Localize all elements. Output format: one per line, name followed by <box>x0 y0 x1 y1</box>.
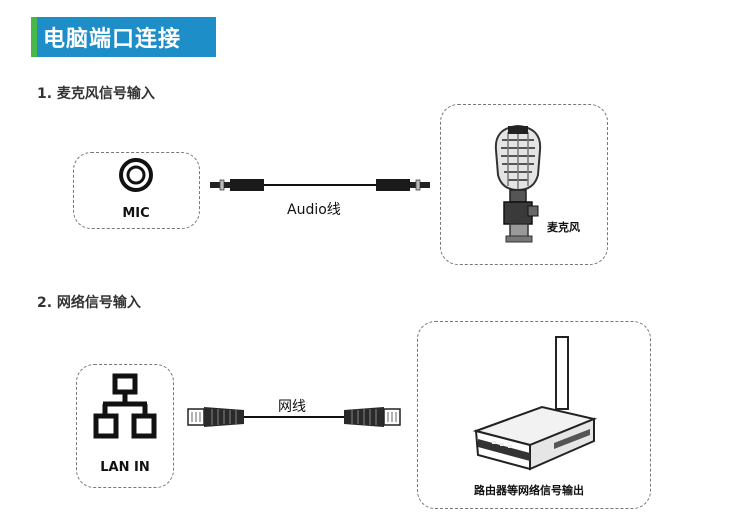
rj45-plug-icon <box>344 407 401 427</box>
page-title: 电脑端口连接 <box>43 27 182 52</box>
rj45-plug-icon <box>187 407 244 427</box>
network-icon <box>93 373 157 439</box>
router-box <box>417 321 651 509</box>
audio-cable <box>210 179 430 191</box>
mic-port-label: MIC <box>122 206 150 221</box>
section-title-bar: 电脑端口连接 <box>31 17 216 57</box>
mic-section-heading: 1. 麦克风信号输入 <box>37 86 155 102</box>
microphone-icon <box>494 124 542 243</box>
audio-cable-label: Audio线 <box>287 202 341 218</box>
lan-section-heading: 2. 网络信号输入 <box>37 295 141 311</box>
lan-port-label: LAN IN <box>100 460 150 475</box>
mic-port-box <box>73 152 200 229</box>
lan-cable <box>187 407 401 427</box>
audio-plug-icon <box>376 179 430 191</box>
microphone-label: 麦克风 <box>547 221 580 234</box>
mic-port-icon <box>119 158 153 192</box>
microphone-box <box>440 104 608 265</box>
lan-cable-label: 网线 <box>278 399 306 415</box>
title-accent <box>31 17 37 57</box>
router-icon <box>472 336 598 471</box>
lan-port-box <box>76 364 174 488</box>
router-label: 路由器等网络信号输出 <box>474 484 584 497</box>
audio-plug-icon <box>210 179 264 191</box>
